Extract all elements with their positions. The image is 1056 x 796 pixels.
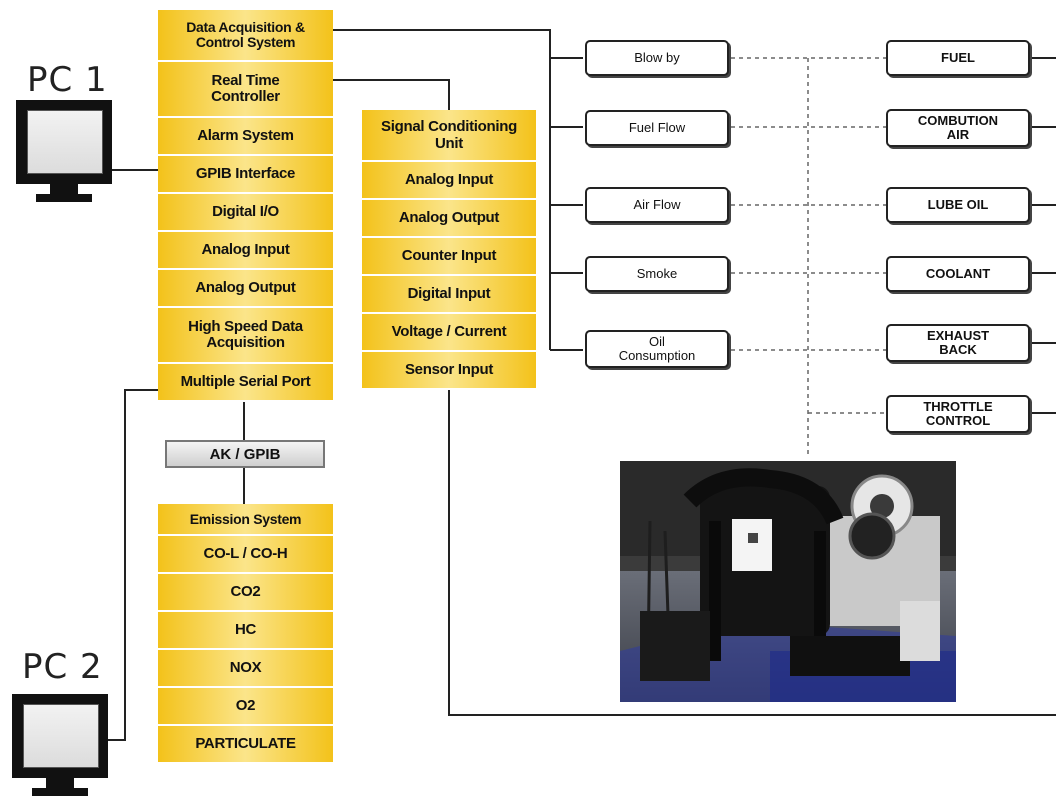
engine-combution-air: COMBUTION AIR: [886, 109, 1030, 147]
measure-blow-by: Blow by: [585, 40, 729, 76]
engine-test-bench-photo: [620, 461, 956, 702]
daq-item-analog-input: Analog Input: [158, 232, 333, 270]
daq-item-alarm-system: Alarm System: [158, 118, 333, 156]
pc1-monitor-icon: [16, 100, 112, 202]
scu-item-analog-output: Analog Output: [362, 200, 536, 238]
emission-title: Emission System: [158, 504, 333, 536]
pc2-monitor-icon: [12, 694, 108, 796]
scu-item-digital-input: Digital Input: [362, 276, 536, 314]
daq-item-gpib-interface: GPIB Interface: [158, 156, 333, 194]
measure-oil-consumption: Oil Consumption: [585, 330, 729, 368]
scu-item-voltage-current: Voltage / Current: [362, 314, 536, 352]
measure-smoke: Smoke: [585, 256, 729, 292]
ak-gpib-box: AK / GPIB: [165, 440, 325, 468]
engine-coolant: COOLANT: [886, 256, 1030, 292]
emission-column: Emission System CO-L / CO-H CO2 HC NOX O…: [158, 504, 333, 764]
engine-lube-oil: LUBE OIL: [886, 187, 1030, 223]
engine-exhaust-back: EXHAUST BACK: [886, 324, 1030, 362]
measure-fuel-flow: Fuel Flow: [585, 110, 729, 146]
emission-item-nox: NOX: [158, 650, 333, 688]
scu-column: Signal Conditioning Unit Analog Input An…: [362, 110, 536, 390]
emission-item-o2: O2: [158, 688, 333, 726]
pc2-label: PC 2: [22, 647, 103, 687]
engine-fuel: FUEL: [886, 40, 1030, 76]
scu-item-counter-input: Counter Input: [362, 238, 536, 276]
emission-item-hc: HC: [158, 612, 333, 650]
scu-title: Signal Conditioning Unit: [362, 110, 536, 162]
daq-column: Data Acquisition & Control System Real T…: [158, 10, 333, 402]
measure-air-flow: Air Flow: [585, 187, 729, 223]
engine-throttle-control: THROTTLE CONTROL: [886, 395, 1030, 433]
emission-item-co2: CO2: [158, 574, 333, 612]
daq-item-analog-output: Analog Output: [158, 270, 333, 308]
daq-title: Data Acquisition & Control System: [158, 10, 333, 62]
daq-item-digital-io: Digital I/O: [158, 194, 333, 232]
pc1-label: PC 1: [27, 60, 108, 100]
scu-item-sensor-input: Sensor Input: [362, 352, 536, 390]
scu-item-analog-input: Analog Input: [362, 162, 536, 200]
emission-item-co: CO-L / CO-H: [158, 536, 333, 574]
emission-item-particulate: PARTICULATE: [158, 726, 333, 764]
daq-item-real-time-controller: Real Time Controller: [158, 62, 333, 118]
daq-item-high-speed-data-acquisition: High Speed Data Acquisition: [158, 308, 333, 364]
daq-item-multiple-serial-port: Multiple Serial Port: [158, 364, 333, 402]
